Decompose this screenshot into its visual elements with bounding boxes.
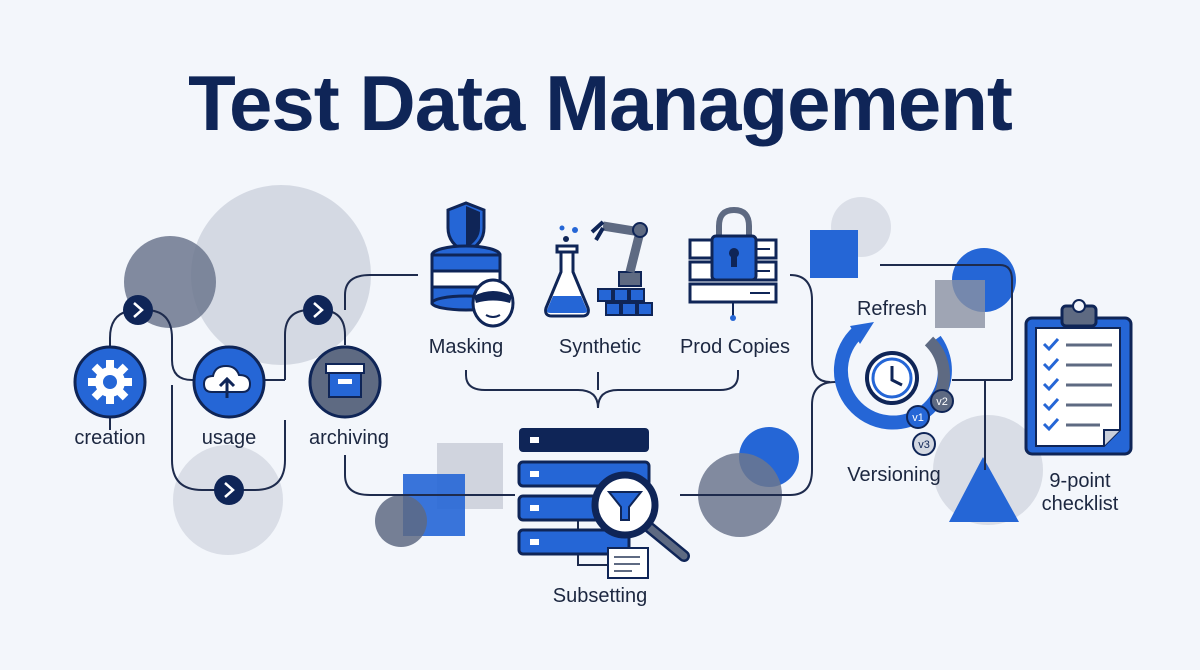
version-label-v2: v2 (936, 396, 948, 408)
version-label-v3: v3 (918, 439, 930, 451)
archiving-label: archiving (308, 427, 390, 449)
subsetting-label: Subsetting (552, 585, 648, 607)
refresh-label: Refresh (856, 298, 928, 320)
database-filter-icon (517, 428, 690, 579)
cloud-upload-icon (202, 364, 252, 398)
checklist-label-line-1: 9-point (1049, 470, 1111, 492)
versioning-label: Versioning (847, 464, 941, 486)
version-badge-v1[interactable]: v1 (906, 405, 930, 429)
version-badge-v3[interactable]: v3 (912, 432, 936, 456)
synthetic-label: Synthetic (558, 336, 642, 358)
flask-robot-arm-icon (544, 220, 653, 318)
creation-node[interactable] (73, 345, 147, 419)
creation-label: creation (74, 427, 146, 449)
chevron-connector-2[interactable] (214, 475, 244, 505)
gear-icon (88, 360, 132, 404)
chevron-connector-3[interactable] (303, 295, 333, 325)
usage-node[interactable] (192, 345, 266, 419)
archiving-node[interactable] (308, 345, 382, 419)
mask-face-icon (471, 278, 515, 328)
locked-server-icon (688, 206, 778, 321)
clock-refresh-icon[interactable] (833, 322, 952, 430)
chevron-connector-1[interactable] (123, 295, 153, 325)
page-title: Test Data Management (188, 59, 1013, 147)
usage-label: usage (201, 427, 257, 449)
masking-label: Masking (428, 336, 504, 358)
checklist-label-line-2: checklist (1041, 493, 1119, 515)
magnifier-filter-icon (591, 471, 690, 562)
version-label-v1: v1 (912, 412, 924, 424)
version-badge-v2[interactable]: v2 (930, 389, 954, 413)
masked-database-icon (430, 201, 515, 328)
prod-copies-label: Prod Copies (679, 336, 791, 358)
clipboard-checklist-icon[interactable] (1024, 299, 1133, 456)
background-decorations (124, 185, 1043, 555)
archive-box-icon (325, 363, 365, 398)
